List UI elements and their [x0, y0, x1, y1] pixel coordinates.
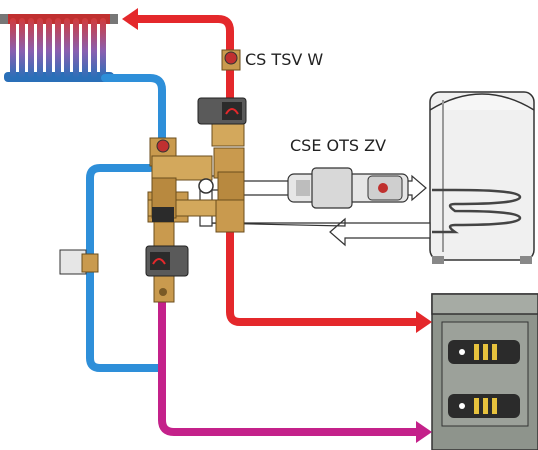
radiator-fin	[73, 18, 79, 78]
radiator-fin	[55, 18, 61, 78]
return-pipe	[86, 74, 166, 372]
radiator-fin	[10, 18, 16, 78]
label-cs-tsv-w: CS TSV W	[245, 50, 324, 69]
zone-valve	[287, 167, 409, 209]
tank-coil	[432, 188, 522, 234]
label-cse-ots-zv: CSE OTS ZV	[290, 136, 387, 155]
hot-water-tank-icon	[429, 91, 535, 264]
radiator-fin	[100, 18, 106, 78]
radiator-fin	[82, 18, 88, 78]
radiator-icon	[0, 14, 118, 82]
radiator-fin	[28, 18, 34, 78]
arrow-to-boiler	[416, 311, 432, 333]
boiler-icon	[431, 293, 538, 450]
radiator-fin	[64, 18, 70, 78]
pump-icon	[59, 249, 99, 275]
mixed-pipe	[158, 300, 420, 436]
actuator-upper	[197, 97, 247, 125]
radiator-fin	[37, 18, 43, 78]
controller-icon	[152, 207, 174, 222]
radiator-fin	[19, 18, 25, 78]
actuator-lower	[145, 245, 189, 277]
supply-pipe	[136, 15, 420, 326]
arrow-to-radiator	[122, 8, 138, 30]
radiator-fin	[46, 18, 52, 78]
radiator-fin	[91, 18, 97, 78]
arrow-mixed-to-boiler	[416, 421, 432, 443]
